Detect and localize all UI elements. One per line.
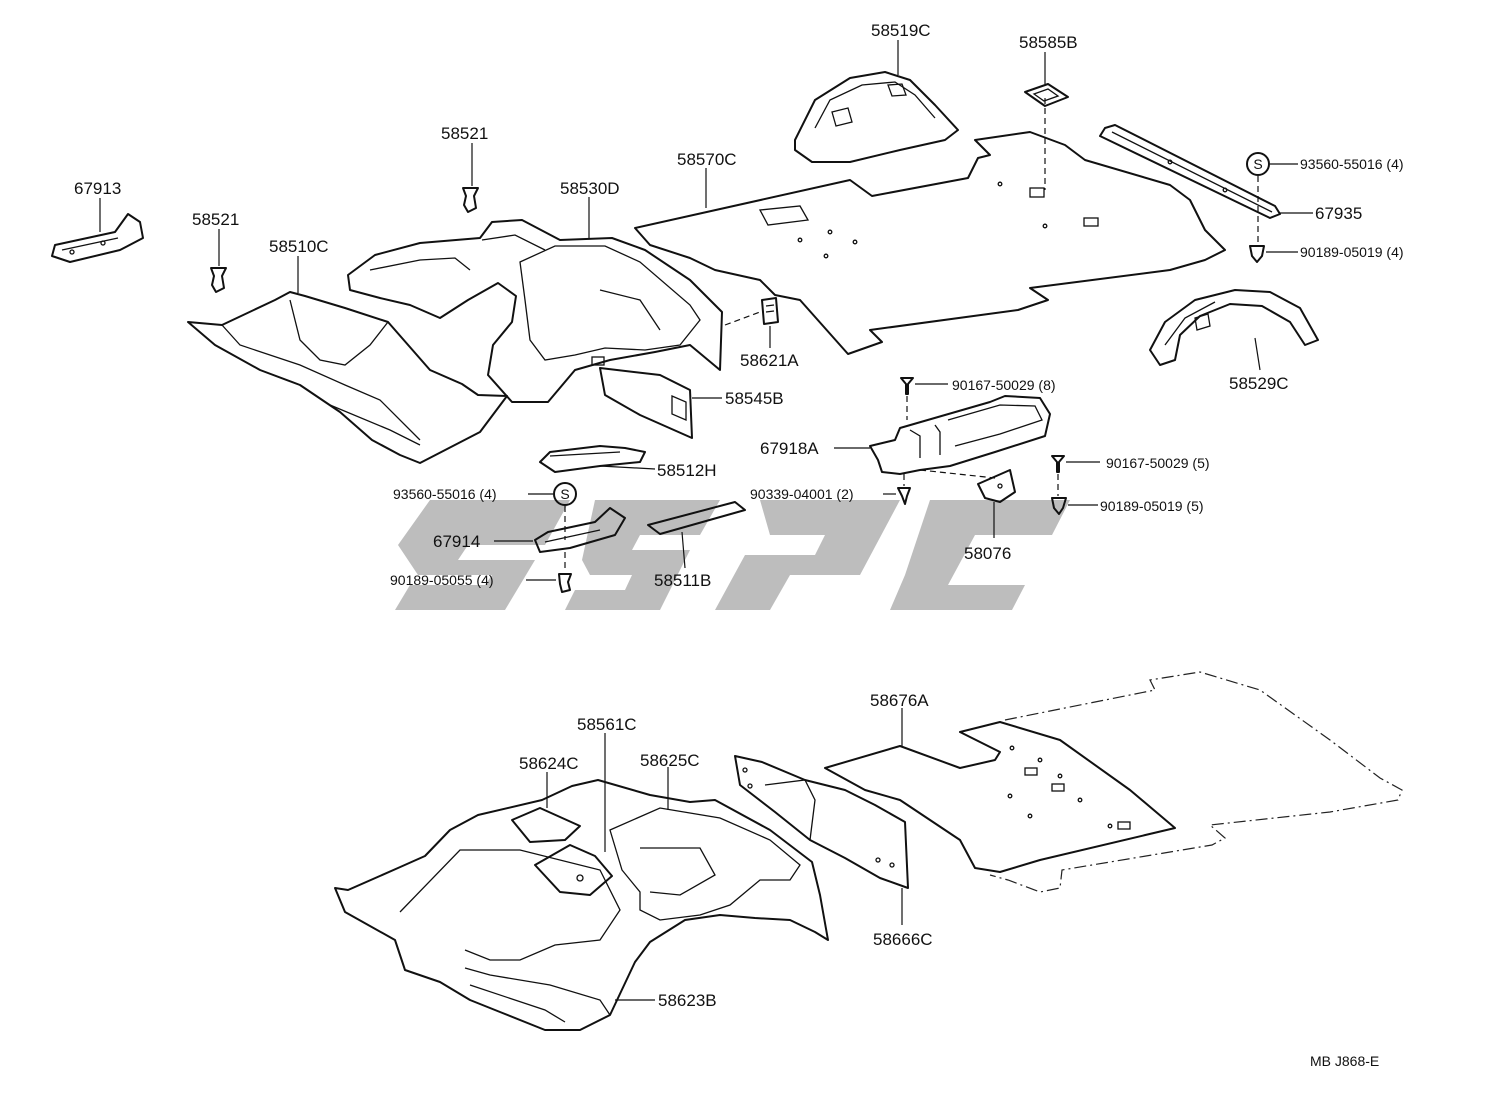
s-mark-left: S: [560, 486, 569, 502]
part-67914-bracket: [494, 507, 626, 553]
label-58561C: 58561C: [577, 715, 637, 734]
label-58519C: 58519C: [871, 21, 931, 40]
label-90339-04001: 90339-04001 (2): [750, 486, 854, 502]
part-90339-04001-screw: [883, 474, 911, 505]
label-58666C: 58666C: [873, 930, 933, 949]
label-58623B: 58623B: [658, 991, 717, 1010]
label-58076: 58076: [964, 544, 1011, 563]
part-58530D-center-mat: [347, 197, 723, 403]
part-58621A-clip: [724, 297, 779, 348]
label-58621A: 58621A: [740, 351, 799, 370]
label-67913: 67913: [74, 179, 121, 198]
label-58511B: 58511B: [654, 571, 711, 590]
label-90189-05019-4: 90189-05019 (4): [1300, 244, 1404, 260]
part-67918A-box: [834, 395, 1051, 475]
label-90189-05019-5: 90189-05019 (5): [1100, 498, 1204, 514]
part-58076-bracket: [919, 469, 1016, 538]
part-58666C-side-panel: [734, 755, 909, 925]
part-58521-clip-a: [462, 143, 479, 213]
part-90189-05055-clip: [526, 552, 572, 593]
part-90167-50029-5-screw: [1051, 455, 1100, 496]
part-90189-05019-4-clip: [1249, 245, 1298, 263]
label-58570C: 58570C: [677, 150, 737, 169]
label-58545B: 58545B: [725, 389, 784, 408]
label-67935: 67935: [1315, 204, 1362, 223]
label-58510C: 58510C: [269, 237, 329, 256]
phantom-floor-outline: [989, 671, 1403, 893]
part-58545B-side-cover: [599, 367, 722, 439]
part-58512H-plate: [539, 445, 656, 473]
label-58521-b: 58521: [192, 210, 239, 229]
label-58624C: 58624C: [519, 754, 579, 773]
part-58519C-wheelhouse: [794, 40, 959, 163]
label-58585B: 58585B: [1019, 33, 1078, 52]
part-93560-55016-top: S: [1246, 152, 1298, 245]
label-93560-55016-top: 93560-55016 (4): [1300, 156, 1404, 172]
part-58529C-wheelhouse: [1149, 289, 1319, 371]
label-58676A: 58676A: [870, 691, 929, 710]
label-58521-a: 58521: [441, 124, 488, 143]
part-90189-05019-5-clip: [1051, 497, 1098, 515]
label-58529C: 58529C: [1229, 374, 1289, 393]
part-58624C-pad: [511, 772, 581, 843]
part-93560-55016-left: S: [528, 482, 577, 540]
s-mark-top: S: [1253, 156, 1262, 172]
label-67914: 67914: [433, 532, 480, 551]
label-67918A: 67918A: [760, 439, 819, 458]
part-58676A-panel: [824, 708, 1176, 873]
label-58530D: 58530D: [560, 179, 620, 198]
part-58521-clip-b: [210, 229, 227, 293]
label-58625C: 58625C: [640, 751, 700, 770]
label-93560-55016-left: 93560-55016 (4): [393, 486, 497, 502]
part-90167-50029-8-screw: [900, 377, 948, 420]
label-90167-50029-5: 90167-50029 (5): [1106, 455, 1210, 471]
label-90189-05055: 90189-05055 (4): [390, 572, 494, 588]
label-90167-50029-8: 90167-50029 (8): [952, 377, 1056, 393]
watermark-logo: [395, 500, 1070, 610]
diagram-code: MB J868-E: [1310, 1053, 1379, 1069]
part-58510C-front-mat: [187, 256, 508, 464]
part-58585B-pad: [1024, 52, 1069, 107]
part-58570C-rear-mat: [634, 98, 1226, 355]
label-58512H: 58512H: [657, 461, 717, 480]
part-67935-rail: [1099, 124, 1313, 219]
part-58623B-front-mat: [334, 779, 829, 1031]
part-58561C-pad: [534, 733, 613, 896]
part-67913-bracket: [51, 198, 144, 263]
part-58511B-pad: [647, 501, 746, 569]
